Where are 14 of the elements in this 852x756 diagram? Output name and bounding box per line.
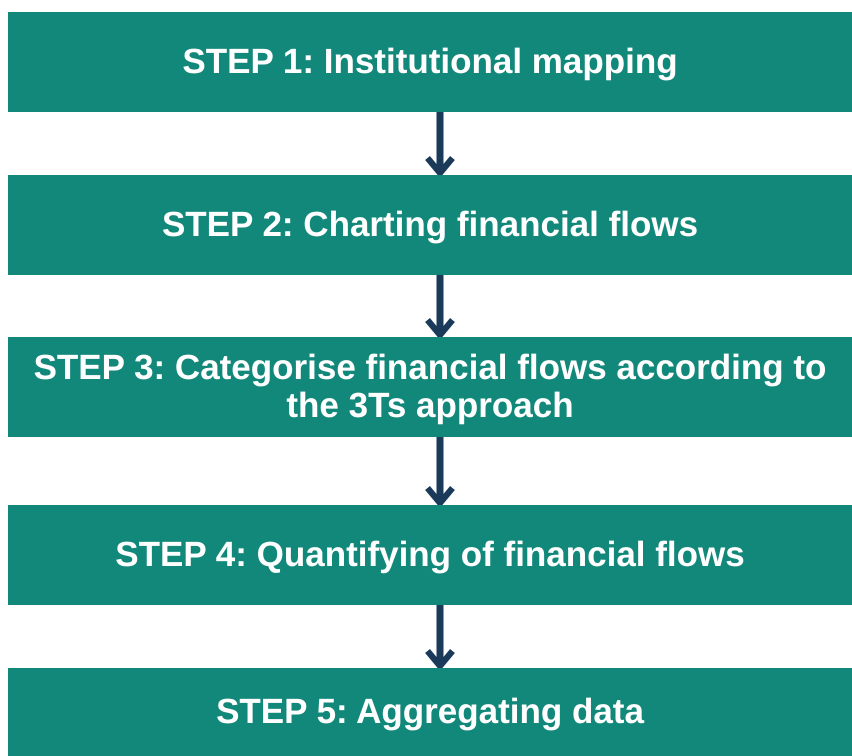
step-box [8, 505, 852, 605]
step-box [8, 668, 852, 756]
step-label: STEP 2: Charting financial flows [162, 206, 698, 244]
step-box [8, 337, 852, 437]
arrow [424, 275, 456, 338]
step-box [8, 175, 852, 275]
arrow [424, 112, 456, 176]
step-label: STEP 5: Aggregating data [216, 693, 644, 731]
step-label: STEP 3: Categorise financial flows according to the 3Ts approach [32, 349, 828, 425]
step-label: STEP 1: Institutional mapping [182, 43, 678, 81]
step-label: STEP 4: Quantifying of financial flows [115, 536, 745, 574]
arrow [424, 437, 456, 506]
step-box [8, 12, 852, 112]
arrow [424, 605, 456, 670]
